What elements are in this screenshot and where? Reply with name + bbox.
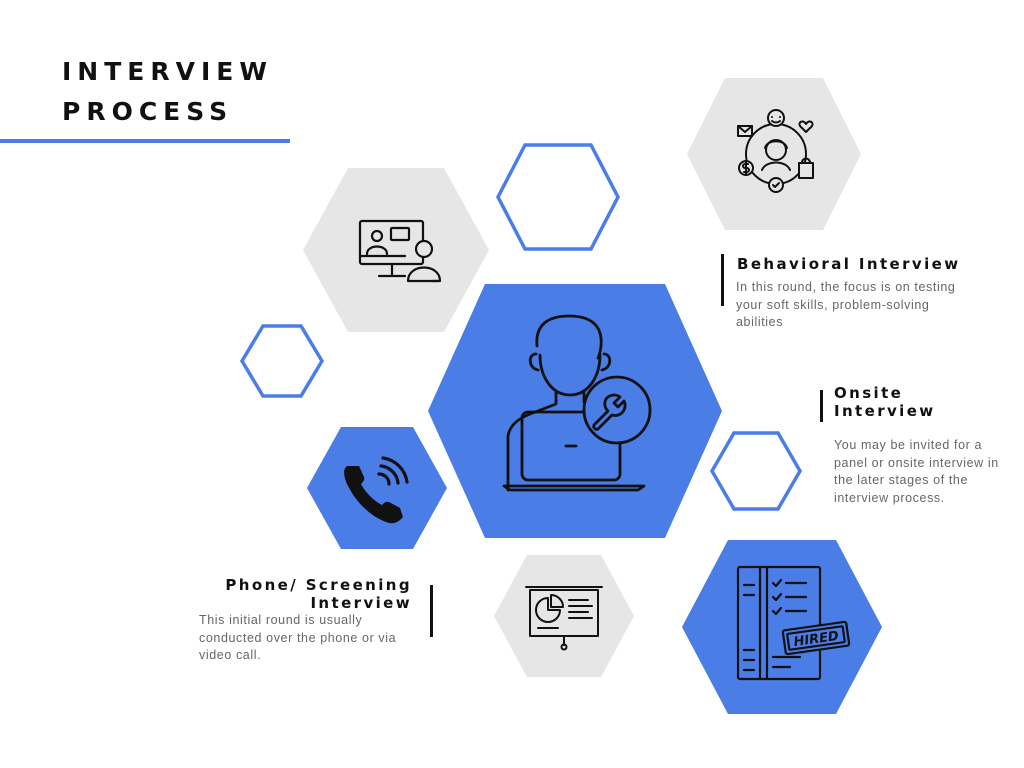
hex-outline-left — [239, 324, 325, 398]
hired-checklist-icon: HIRED — [736, 565, 851, 681]
hired-stamp-text: HIRED — [793, 629, 840, 650]
presentation-chart-icon — [525, 586, 603, 651]
video-call-icon — [358, 219, 442, 283]
onsite-heading-line-1: Onsite — [834, 384, 904, 402]
hex-outline-right — [709, 431, 803, 511]
behavioral-heading: Behavioral Interview — [737, 255, 961, 273]
hex-phone — [307, 427, 447, 549]
support-person-icon — [502, 314, 652, 492]
phone-heading-line-1: Phone/ Screening — [225, 576, 412, 594]
onsite-divider — [820, 390, 823, 422]
phone-heading-line-2: Interview — [310, 594, 412, 612]
hex-hired — [682, 540, 882, 714]
title-line-2: PROCESS — [62, 97, 234, 126]
network-people-icon — [737, 109, 814, 193]
title-line-1: INTERVIEW — [62, 57, 273, 86]
onsite-heading: Onsite Interview — [834, 384, 936, 420]
onsite-description: You may be invited for a panel or onsite… — [834, 438, 999, 505]
phone-icon — [344, 456, 409, 524]
title-underline — [0, 139, 290, 143]
onsite-heading-line-2: Interview — [834, 402, 936, 420]
phone-description: This initial round is usually conducted … — [199, 613, 397, 662]
behavioral-divider — [721, 254, 724, 306]
phone-heading: Phone/ Screening Interview — [190, 576, 412, 612]
hex-presentation — [494, 555, 634, 677]
phone-divider — [430, 585, 433, 637]
hex-outline-top — [496, 143, 620, 251]
page-title: INTERVIEW PROCESS — [62, 52, 273, 132]
behavioral-description: In this round, the focus is on testing y… — [736, 280, 956, 329]
hex-video-call — [303, 168, 489, 332]
